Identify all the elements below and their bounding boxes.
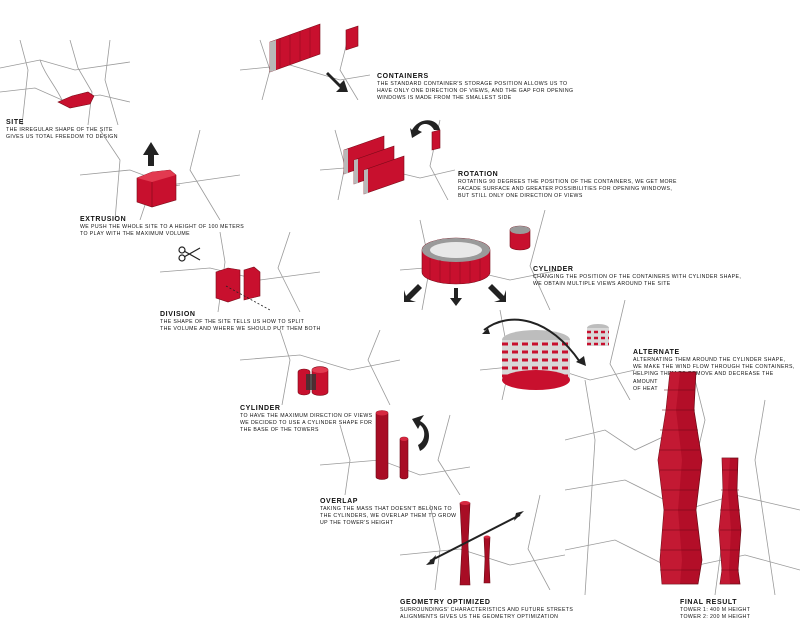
label-division: DIVISION The shape of the site tells us … bbox=[160, 310, 360, 333]
up-arrow-icon bbox=[143, 142, 159, 166]
cylinder-base-illustration bbox=[240, 330, 400, 405]
panel-cylinder-containers bbox=[400, 210, 560, 310]
rotated-small-block bbox=[431, 129, 441, 151]
site-map-illustration bbox=[0, 40, 130, 125]
geometry-tower-2 bbox=[483, 536, 491, 584]
site-title: SITE bbox=[6, 119, 24, 126]
panel-division bbox=[160, 232, 320, 312]
extrusion-title: EXTRUSION bbox=[80, 216, 127, 223]
label-containers: CONTAINERS The standard container's stor… bbox=[377, 72, 617, 103]
geometry-illustration bbox=[400, 494, 565, 590]
overlap-illustration bbox=[320, 410, 470, 495]
arrow-down-icon bbox=[450, 288, 462, 306]
panel-alternate bbox=[480, 300, 635, 400]
containers-desc: The standard container's storage positio… bbox=[377, 81, 574, 102]
panel-geometry bbox=[400, 485, 565, 590]
division-desc: The shape of the site tells us how to sp… bbox=[160, 319, 321, 333]
down-arrow-icon bbox=[326, 72, 348, 92]
panel-rotation bbox=[320, 110, 455, 200]
curved-arrow-icon bbox=[412, 415, 429, 451]
overlap-tower-1 bbox=[375, 410, 389, 480]
cylinder-containers-illustration bbox=[400, 210, 560, 310]
arrow-down-right-icon bbox=[488, 284, 506, 302]
alternated-cylinder-small bbox=[587, 324, 609, 346]
final-towers bbox=[657, 371, 742, 585]
containers-illustration bbox=[240, 23, 370, 100]
alternate-illustration bbox=[480, 300, 635, 400]
label-rotation: ROTATION Rotating 90 degrees the positio… bbox=[458, 170, 718, 201]
panel-containers bbox=[240, 0, 370, 100]
cylinder-containers-desc: Changing the position of the containers … bbox=[533, 274, 742, 288]
arrow-down-left-icon bbox=[404, 284, 422, 302]
geometry-desc: Surroundings' characteristics and future… bbox=[400, 607, 574, 621]
overlap-tower-2 bbox=[399, 436, 409, 480]
container-block-small bbox=[345, 25, 359, 51]
panel-overlap bbox=[320, 405, 470, 495]
label-cylinder-base: CYLINDER To have the maximum direction o… bbox=[240, 404, 440, 435]
overlap-desc: Taking the mass that doesn't belong to t… bbox=[320, 506, 457, 527]
rotate-arrow-icon bbox=[410, 120, 440, 138]
panel-site bbox=[0, 40, 130, 125]
extrusion-desc: We push the whole site to a height of 10… bbox=[80, 224, 245, 238]
rotation-desc: Rotating 90 degrees the position of the … bbox=[458, 179, 677, 200]
division-title: DIVISION bbox=[160, 311, 196, 318]
label-extrusion: EXTRUSION We push the whole site to a he… bbox=[80, 215, 280, 238]
label-final-result: FINAL RESULT Tower 1: 400 m height Tower… bbox=[680, 598, 798, 621]
cylinder-containers-title: CYLINDER bbox=[533, 266, 574, 273]
alignment-arrow-icon bbox=[429, 514, 521, 562]
final-result-title: FINAL RESULT bbox=[680, 599, 738, 606]
alternated-cylinder-large bbox=[502, 330, 570, 390]
division-illustration bbox=[160, 232, 320, 312]
label-overlap: OVERLAP Taking the mass that doesn't bel… bbox=[320, 497, 490, 528]
panel-extrusion bbox=[80, 130, 240, 220]
panel-cylinder-base bbox=[240, 330, 400, 405]
cylinder-base-title: CYLINDER bbox=[240, 405, 281, 412]
label-geometry: GEOMETRY OPTIMIZED Surroundings' charact… bbox=[400, 598, 610, 621]
wind-arrow-icon bbox=[483, 318, 581, 363]
final-tower-2-height: Tower 2: 200 m height bbox=[680, 614, 751, 621]
rotation-illustration bbox=[320, 119, 455, 200]
scissors-icon bbox=[178, 246, 201, 262]
division-volume-right bbox=[243, 266, 261, 301]
alternate-desc: Alternating them around the cylinder sha… bbox=[633, 357, 795, 392]
label-alternate: ALTERNATE Alternating them around the cy… bbox=[633, 348, 798, 393]
final-tower-1-height: Tower 1: 400 m height bbox=[680, 607, 751, 613]
overlap-title: OVERLAP bbox=[320, 498, 359, 505]
final-tower-2 bbox=[718, 457, 742, 585]
label-cylinder-containers: CYLINDER Changing the position of the co… bbox=[533, 265, 793, 288]
site-desc: The irregular shape of the site gives us… bbox=[6, 127, 118, 141]
alternate-title: ALTERNATE bbox=[633, 349, 680, 356]
containers-title: CONTAINERS bbox=[377, 73, 429, 80]
geometry-title: GEOMETRY OPTIMIZED bbox=[400, 599, 491, 606]
extrusion-illustration bbox=[80, 130, 240, 220]
rotation-title: ROTATION bbox=[458, 171, 499, 178]
division-volume-left bbox=[215, 267, 241, 303]
label-site: SITE The irregular shape of the site giv… bbox=[6, 118, 176, 141]
container-block-large bbox=[269, 23, 321, 73]
site-shape bbox=[57, 91, 95, 109]
cylinder-base-desc: To have the maximum direction of views w… bbox=[240, 413, 373, 434]
